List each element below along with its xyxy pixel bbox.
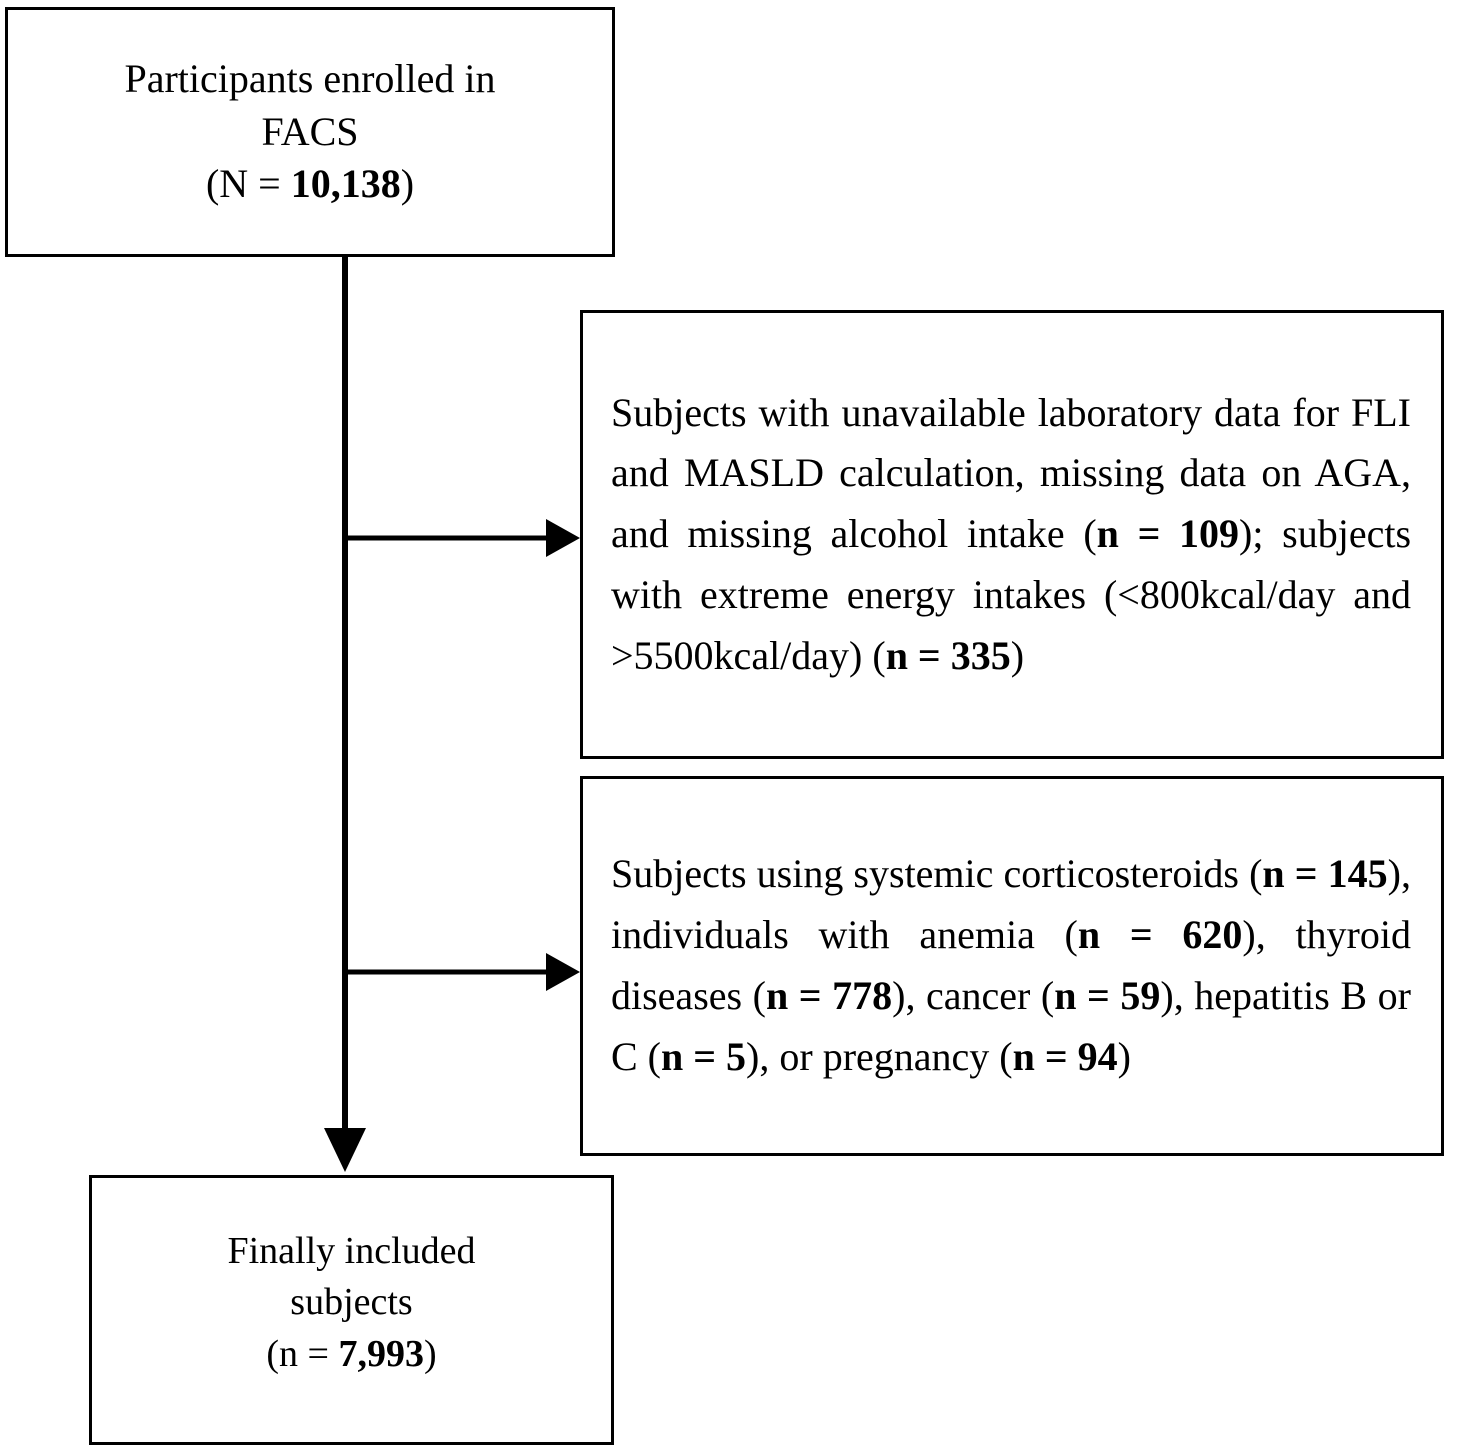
participants-enrolled-box: Participants enrolled in FACS (N = 10,13…	[5, 7, 615, 257]
exclusion-criteria-2-text: Subjects using systemic corticosteroids …	[611, 851, 1411, 1079]
included-count-value: 7,993	[338, 1332, 424, 1375]
enrolled-count-value: 10,138	[290, 161, 401, 207]
included-line-2: subjects	[290, 1281, 413, 1324]
exclusion-criteria-2-box: Subjects using systemic corticosteroids …	[580, 776, 1444, 1156]
finally-included-text: Finally included subjects (n = 7,993)	[92, 1226, 611, 1394]
included-line-1: Finally included	[227, 1230, 476, 1273]
included-count-prefix: (n =	[266, 1332, 339, 1375]
enrolled-line-1: Participants enrolled in	[124, 55, 496, 101]
enrolled-line-2: FACS	[261, 108, 359, 154]
enrolled-count-suffix: )	[400, 161, 415, 207]
trunk-vertical-connector	[324, 257, 366, 1172]
branch-to-exclusion-1-connector	[345, 519, 580, 557]
exclusion-criteria-1-text: Subjects with unavailable laboratory dat…	[611, 389, 1412, 678]
exclusion-criteria-1-box: Subjects with unavailable laboratory dat…	[580, 310, 1444, 759]
finally-included-box: Finally included subjects (n = 7,993)	[89, 1175, 614, 1445]
participants-enrolled-text: Participants enrolled in FACS (N = 10,13…	[8, 53, 612, 211]
included-count-suffix: )	[423, 1332, 437, 1375]
enrolled-count-prefix: (N =	[205, 161, 291, 207]
branch-to-exclusion-2-connector	[345, 953, 580, 991]
